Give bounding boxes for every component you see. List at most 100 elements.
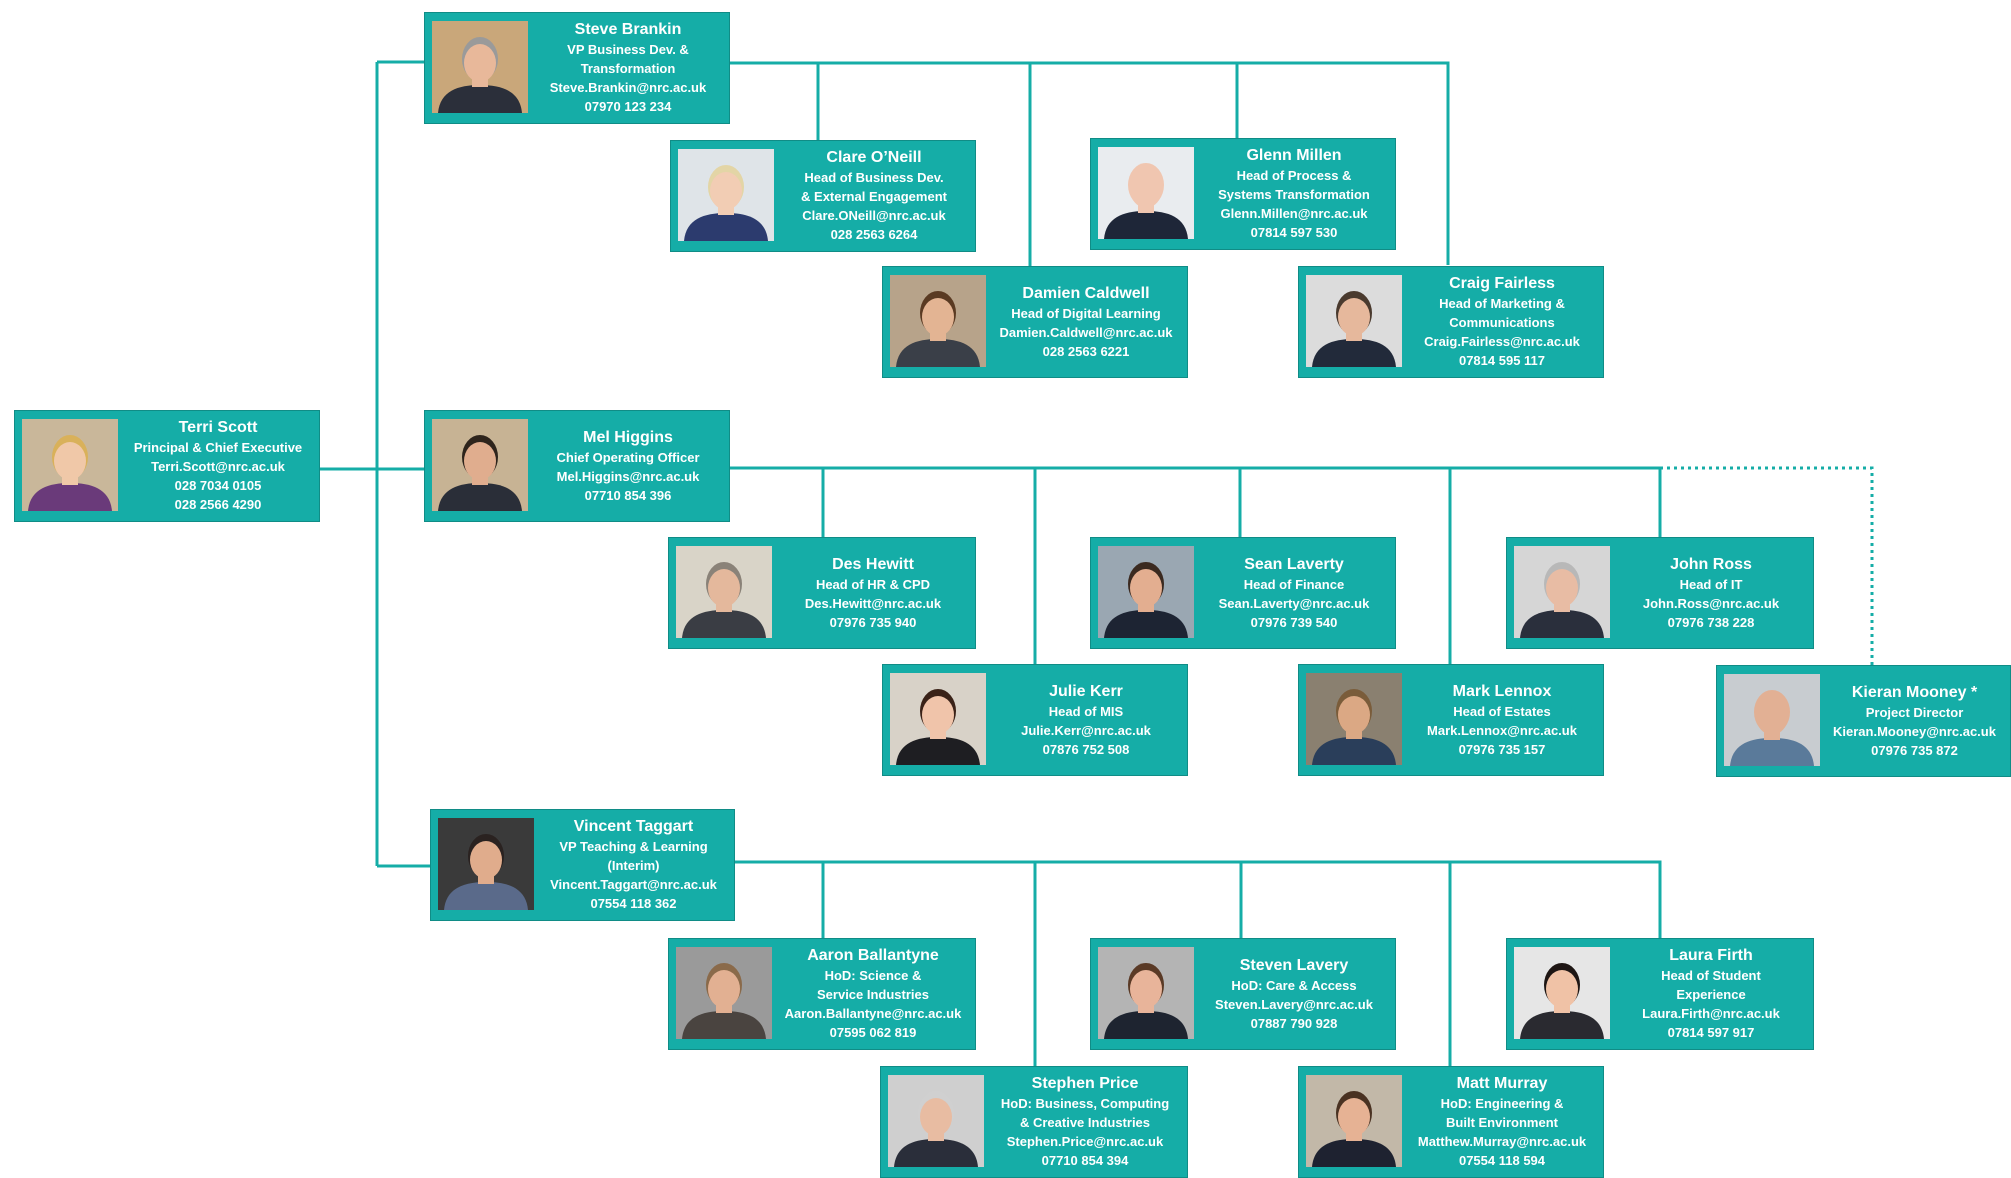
person-email: Aaron.Ballantyne@nrc.ac.uk (784, 1006, 962, 1021)
person-email: Kieran.Mooney@nrc.ac.uk (1833, 723, 1996, 739)
person-role: Head of Business Dev. (804, 170, 944, 185)
person-name: Aaron Ballantyne (807, 947, 939, 964)
connector-mel-bus (730, 466, 1662, 537)
portrait-icon (1306, 275, 1402, 367)
person-phone: 07976 735 940 (829, 614, 917, 630)
person-role: Principal & Chief Executive (133, 440, 303, 455)
person-role: Chief Operating Officer (556, 449, 700, 465)
person-phone: 07876 752 508 (1042, 741, 1130, 757)
person-role: HoD: Engineering & (1440, 1096, 1564, 1111)
person-email: Steve.Brankin@nrc.ac.uk (549, 80, 707, 95)
connector-steve-bus (730, 61, 1450, 265)
person-photo (1098, 947, 1194, 1039)
person-role: VP Business Dev. & (567, 42, 689, 57)
person-email: Julie.Kerr@nrc.ac.uk (1021, 722, 1151, 738)
person-photo (890, 275, 986, 367)
person-email: Vincent.Taggart@nrc.ac.uk (550, 877, 717, 892)
person-phone: 07887 790 928 (1250, 1015, 1338, 1031)
portrait-icon (432, 419, 528, 511)
person-email: Matthew.Murray@nrc.ac.uk (1417, 1134, 1587, 1149)
portrait-icon (676, 546, 772, 638)
person-name: Sean Laverty (1244, 555, 1344, 573)
person-role: VP Teaching & Learning (559, 839, 708, 854)
person-role: Head of Finance (1243, 576, 1345, 592)
person-email: Craig.Fairless@nrc.ac.uk (1424, 334, 1580, 349)
portrait-icon (22, 419, 118, 511)
person-photo (1306, 673, 1402, 765)
person-role: Head of IT (1679, 576, 1743, 592)
portrait-icon (1306, 1075, 1402, 1167)
person-phone: 07976 739 540 (1250, 614, 1338, 630)
connector-dotted-to-kieran (1660, 466, 1874, 665)
person-photo (1306, 1075, 1402, 1167)
person-photo (888, 1075, 984, 1167)
person-role: Head of Student (1661, 968, 1761, 983)
person-name: Vincent Taggart (573, 818, 694, 835)
person-role: Built Environment (1446, 1115, 1558, 1130)
person-role: Project Director (1865, 704, 1964, 720)
person-photo (1724, 674, 1820, 766)
person-role: Head of Process & (1236, 168, 1352, 183)
person-photo (676, 947, 772, 1039)
person-role: Transformation (580, 61, 676, 76)
person-email: Stephen.Price@nrc.ac.uk (1006, 1134, 1164, 1149)
person-role: Service Industries (817, 987, 929, 1002)
person-photo (678, 149, 774, 241)
person-email: Glenn.Millen@nrc.ac.uk (1220, 206, 1368, 221)
person-phone: 07814 597 917 (1667, 1025, 1755, 1040)
person-email: Clare.ONeill@nrc.ac.uk (802, 208, 946, 223)
portrait-icon (1098, 947, 1194, 1039)
person-email: Damien.Caldwell@nrc.ac.uk (999, 324, 1173, 340)
portrait-icon (432, 21, 528, 113)
portrait-icon (1306, 673, 1402, 765)
person-phone: 028 2563 6221 (1042, 343, 1130, 359)
person-email: Mel.Higgins@nrc.ac.uk (556, 468, 700, 484)
person-role: HoD: Science & (824, 968, 922, 983)
person-phone: 028 7034 0105 (174, 478, 262, 493)
portrait-icon (890, 275, 986, 367)
person-name: Des Hewitt (832, 555, 914, 573)
portrait-icon (890, 673, 986, 765)
person-photo (1514, 947, 1610, 1039)
person-email: Sean.Laverty@nrc.ac.uk (1218, 595, 1370, 611)
person-photo (1514, 546, 1610, 638)
person-name: Clare O’Neill (826, 149, 922, 166)
person-email: Steven.Lavery@nrc.ac.uk (1215, 996, 1373, 1012)
person-photo (432, 21, 528, 113)
person-email: Terri.Scott@nrc.ac.uk (151, 459, 285, 474)
portrait-icon (1098, 147, 1194, 239)
person-name: Steven Lavery (1239, 956, 1349, 974)
person-name: Damien Caldwell (1022, 284, 1150, 302)
person-role: & Creative Industries (1019, 1115, 1151, 1130)
connector-vincent-bus (735, 860, 1662, 938)
person-name: Mel Higgins (583, 428, 673, 446)
person-name: Kieran Mooney * (1851, 683, 1978, 701)
person-role: Head of HR & CPD (815, 576, 931, 592)
person-phone: 07814 595 117 (1458, 353, 1546, 368)
person-name: John Ross (1670, 555, 1752, 573)
person-phone: 07554 118 362 (590, 896, 677, 911)
portrait-icon (1724, 674, 1820, 766)
person-role: Head of Marketing & (1439, 296, 1565, 311)
person-photo (22, 419, 118, 511)
